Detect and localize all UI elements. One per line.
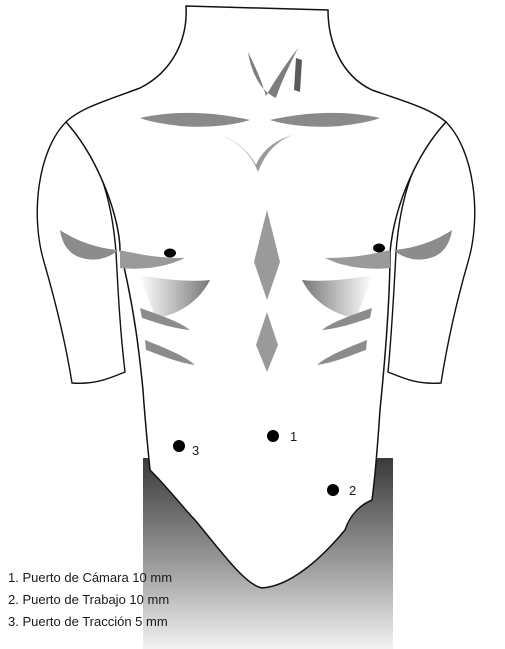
port-3-marker (173, 440, 185, 452)
port-3-number: 3 (192, 443, 199, 458)
port-2-marker (327, 484, 339, 496)
port-2-number: 2 (349, 483, 356, 498)
legend-item-port-2: 2. Puerto de Trabajo 10 mm (8, 589, 172, 611)
right-nipple (373, 244, 385, 253)
legend-item-port-1: 1. Puerto de Cámara 10 mm (8, 567, 172, 589)
port-1-marker (267, 430, 279, 442)
port-1-number: 1 (290, 429, 297, 444)
port-legend: 1. Puerto de Cámara 10 mm 2. Puerto de T… (8, 567, 172, 633)
legend-item-port-3: 3. Puerto de Tracción 5 mm (8, 611, 172, 633)
left-nipple (164, 249, 176, 258)
